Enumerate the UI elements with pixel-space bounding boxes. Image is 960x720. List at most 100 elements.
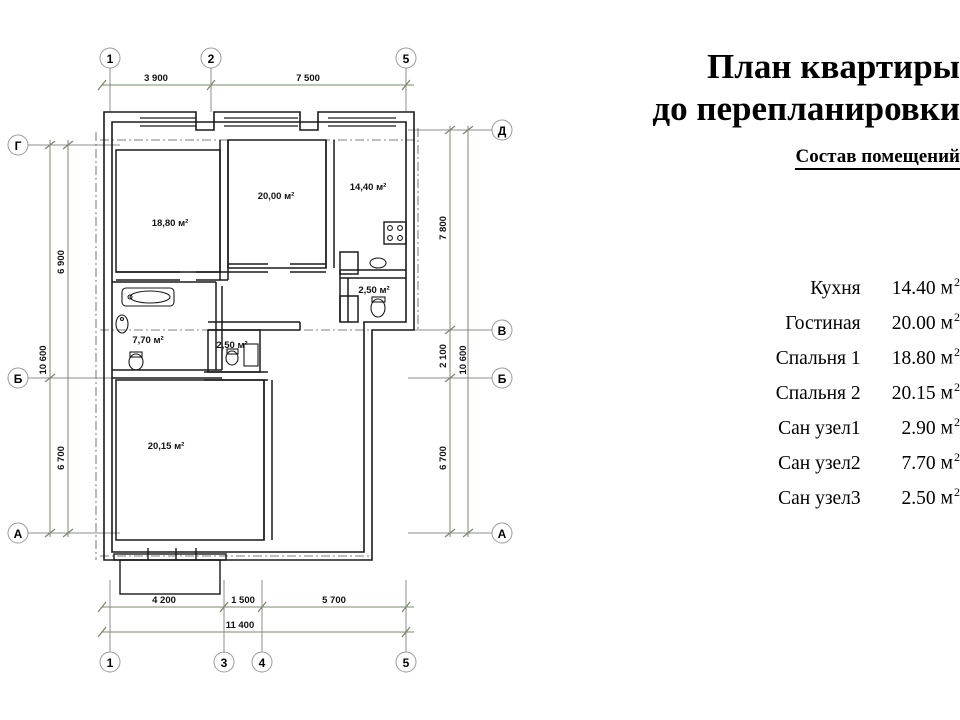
room-name: Гостиная xyxy=(785,312,861,334)
dim-bottom-2: 1 500 xyxy=(231,595,255,606)
dim-right-2: 2 100 xyxy=(438,344,449,368)
room-schedule-heading-text: Состав помещений xyxy=(795,146,960,170)
window-openings xyxy=(140,117,396,127)
room-unit-exponent: 2 xyxy=(954,275,960,289)
page-title-line-2: до перепланировки xyxy=(652,89,960,128)
axis-marker-top-1 xyxy=(99,47,121,69)
room-name: Спальня 2 xyxy=(775,382,861,404)
dim-bottom-1: 4 200 xyxy=(152,595,176,606)
axis-marker-bottom-2-label: 3 xyxy=(221,656,228,670)
room-unit-exponent: 2 xyxy=(954,310,960,324)
axis-marker-left-1 xyxy=(7,134,29,156)
dim-left-2: 6 700 xyxy=(56,446,67,470)
dim-right-3: 6 700 xyxy=(438,446,449,470)
room-unit-exponent: 2 xyxy=(954,415,960,429)
room-unit-text: м xyxy=(940,417,953,439)
room-label-bedroom2: 20,15 м² xyxy=(148,441,185,452)
stove-icon xyxy=(383,221,407,245)
room-label-living: 20,00 м² xyxy=(258,191,295,202)
room-label-bedroom1: 18,80 м² xyxy=(152,218,189,229)
axis-marker-right-4 xyxy=(491,522,513,544)
room-name: Сан узел1 xyxy=(778,417,861,439)
axis-marker-left-1-label: Г xyxy=(15,139,22,153)
room-unit-text: м xyxy=(940,382,953,404)
room-unit: м2 xyxy=(936,303,960,338)
axis-marker-bottom-4-label: 5 xyxy=(403,656,410,670)
axis-markers: 1 2 5 1 3 4 5 Г Б А xyxy=(7,47,513,673)
axis-marker-top-3-label: 5 xyxy=(403,52,410,66)
room-area: 18.80 xyxy=(891,347,936,369)
axis-marker-right-4-label: А xyxy=(498,527,507,541)
dimension-texts: 3 900 7 500 4 200 1 500 5 700 11 400 6 9… xyxy=(38,73,469,631)
axis-marker-left-2-label: Б xyxy=(14,372,23,386)
room-schedule-heading: Состав помещений xyxy=(520,146,960,170)
interior-walls xyxy=(112,139,406,541)
bathtub-icon xyxy=(121,287,175,307)
room-area: 7.70 xyxy=(901,452,936,474)
room-unit: м2 xyxy=(936,268,960,303)
toilet-icon xyxy=(128,353,144,371)
room-unit-text: м xyxy=(940,487,953,509)
room-name: Сан узел2 xyxy=(778,452,861,474)
floor-plan-drawing: 1 2 5 1 3 4 5 Г Б А xyxy=(7,47,513,673)
room-unit-text: м xyxy=(940,347,953,369)
room-label-bath-left: 7,70 м² xyxy=(132,335,163,346)
axis-marker-right-3 xyxy=(491,367,513,389)
room-unit-text: м xyxy=(940,312,953,334)
axis-marker-left-3 xyxy=(7,522,29,544)
dimension-ticks xyxy=(44,79,474,638)
axis-marker-right-2 xyxy=(491,319,513,341)
room-area: 14.40 xyxy=(891,277,936,299)
room-unit-exponent: 2 xyxy=(954,345,960,359)
room-unit-text: м xyxy=(940,452,953,474)
axis-marker-bottom-4 xyxy=(395,651,417,673)
room-unit-exponent: 2 xyxy=(954,485,960,499)
axis-marker-left-2 xyxy=(7,367,29,389)
dim-bottom-3: 5 700 xyxy=(322,595,346,606)
room-name: Спальня 1 xyxy=(775,347,861,369)
room-unit-exponent: 2 xyxy=(954,450,960,464)
axis-marker-bottom-3 xyxy=(251,651,273,673)
dim-top-2: 7 500 xyxy=(296,73,320,84)
plumbing-fixtures xyxy=(115,221,407,371)
axis-marker-right-2-label: В xyxy=(498,324,507,338)
balcony xyxy=(113,548,227,595)
dimension-lines xyxy=(49,84,469,633)
kitchen-sink-icon xyxy=(369,257,387,269)
room-name: Сан узел3 xyxy=(778,487,861,509)
room-label-wc-mid: 2,50 м² xyxy=(216,340,247,351)
axis-marker-right-3-label: Б xyxy=(498,372,507,386)
room-name: Кухня xyxy=(810,277,861,299)
dim-right-total: 10 600 xyxy=(458,345,469,374)
room-area: 2.50 xyxy=(901,487,936,509)
room-area-labels: 18,80 м² 20,00 м² 14,40 м² 7,70 м² 2,50 … xyxy=(132,182,389,452)
axis-marker-top-1-label: 1 xyxy=(107,52,114,66)
axis-marker-bottom-1-label: 1 xyxy=(107,656,114,670)
room-area: 2.90 xyxy=(901,417,936,439)
toilet-icon-3 xyxy=(370,298,386,318)
room-label-kitchen: 14,40 м² xyxy=(350,182,387,193)
dim-left-total: 10 600 xyxy=(38,345,49,374)
axis-marker-bottom-2 xyxy=(213,651,235,673)
dim-top-1: 3 900 xyxy=(144,73,168,84)
title-block: План квартиры до перепланировки Состав п… xyxy=(520,46,960,170)
room-unit: м2 xyxy=(936,373,960,408)
room-unit-text: м xyxy=(940,277,953,299)
dim-left-1: 6 900 xyxy=(56,250,67,274)
room-unit-exponent: 2 xyxy=(954,380,960,394)
room-unit: м2 xyxy=(936,478,960,513)
axis-marker-top-2-label: 2 xyxy=(208,52,215,66)
dim-right-1: 7 800 xyxy=(438,216,449,240)
axis-marker-bottom-1 xyxy=(99,651,121,673)
dim-bottom-total: 11 400 xyxy=(226,620,255,631)
axis-marker-left-3-label: А xyxy=(14,527,23,541)
axis-marker-right-1 xyxy=(491,119,513,141)
sink-icon xyxy=(115,314,129,334)
